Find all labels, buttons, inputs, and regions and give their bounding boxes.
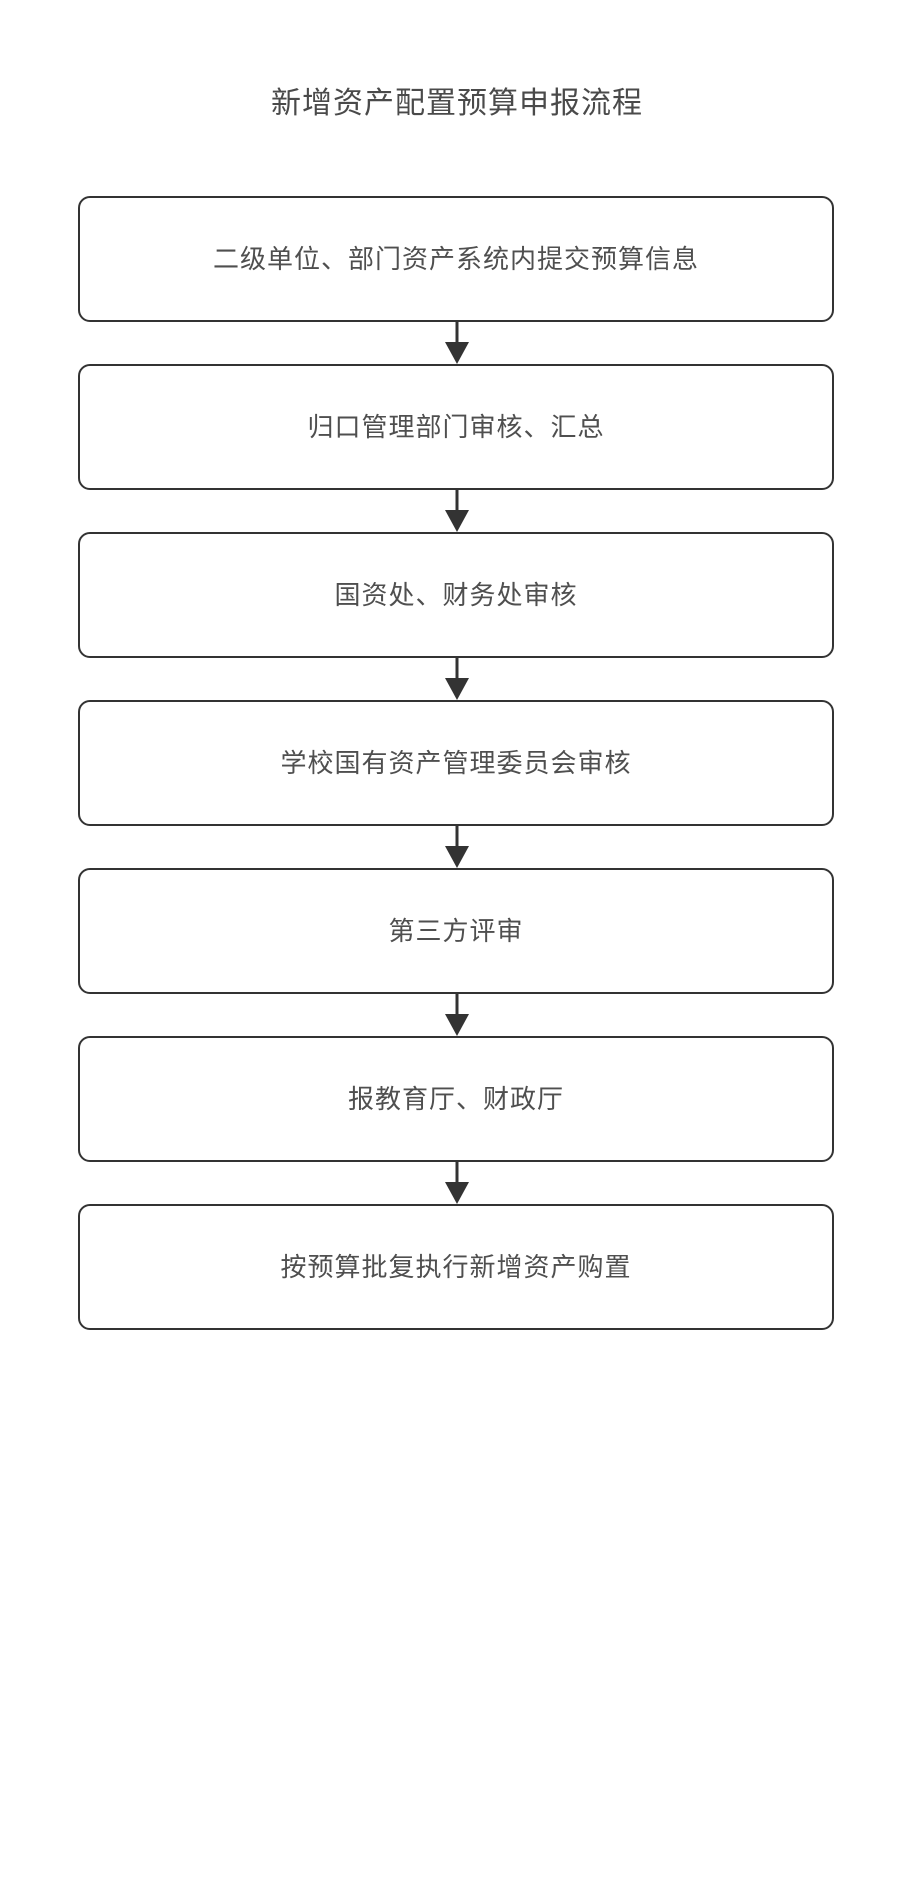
flow-node-label-n5: 第三方评审 xyxy=(388,916,524,946)
flow-node-n5[interactable]: 第三方评审 xyxy=(78,868,834,994)
flow-node-n4[interactable]: 学校国有资产管理委员会审核 xyxy=(78,700,834,826)
flow-edge-n3-n4 xyxy=(0,658,914,700)
flow-node-label-n1: 二级单位、部门资产系统内提交预算信息 xyxy=(212,244,699,274)
flow-node-label-n7: 按预算批复执行新增资产购置 xyxy=(280,1252,632,1282)
flowchart-row-4: 学校国有资产管理委员会审核 xyxy=(0,700,914,868)
flowchart-row-1: 二级单位、部门资产系统内提交预算信息 xyxy=(0,196,914,364)
flowchart-row-2: 归口管理部门审核、汇总 xyxy=(0,364,914,532)
flowchart-node-stack: 二级单位、部门资产系统内提交预算信息 归口管理部门审核、汇总 xyxy=(0,196,914,1372)
flow-node-n2[interactable]: 归口管理部门审核、汇总 xyxy=(78,364,834,490)
flowchart-row-7: 按预算批复执行新增资产购置 xyxy=(0,1204,914,1372)
flow-node-n6[interactable]: 报教育厅、财政厅 xyxy=(78,1036,834,1162)
flow-edge-n1-n2 xyxy=(0,322,914,364)
flowchart-row-6: 报教育厅、财政厅 xyxy=(0,1036,914,1204)
flow-node-label-n6: 报教育厅、财政厅 xyxy=(347,1084,564,1114)
flow-node-label-n2: 归口管理部门审核、汇总 xyxy=(307,412,605,442)
flow-node-label-n4: 学校国有资产管理委员会审核 xyxy=(280,748,632,778)
flow-node-n1[interactable]: 二级单位、部门资产系统内提交预算信息 xyxy=(78,196,834,322)
flow-edge-n5-n6 xyxy=(0,994,914,1036)
flow-edge-n4-n5 xyxy=(0,826,914,868)
flow-node-n3[interactable]: 国资处、财务处审核 xyxy=(78,532,834,658)
flowchart-row-3: 国资处、财务处审核 xyxy=(0,532,914,700)
flow-node-label-n3: 国资处、财务处审核 xyxy=(334,580,578,610)
flow-node-n7[interactable]: 按预算批复执行新增资产购置 xyxy=(78,1204,834,1330)
flow-edge-n2-n3 xyxy=(0,490,914,532)
flowchart-row-5: 第三方评审 xyxy=(0,868,914,1036)
flow-edge-n6-n7 xyxy=(0,1162,914,1204)
page-title: 新增资产配置预算申报流程 xyxy=(271,87,643,120)
